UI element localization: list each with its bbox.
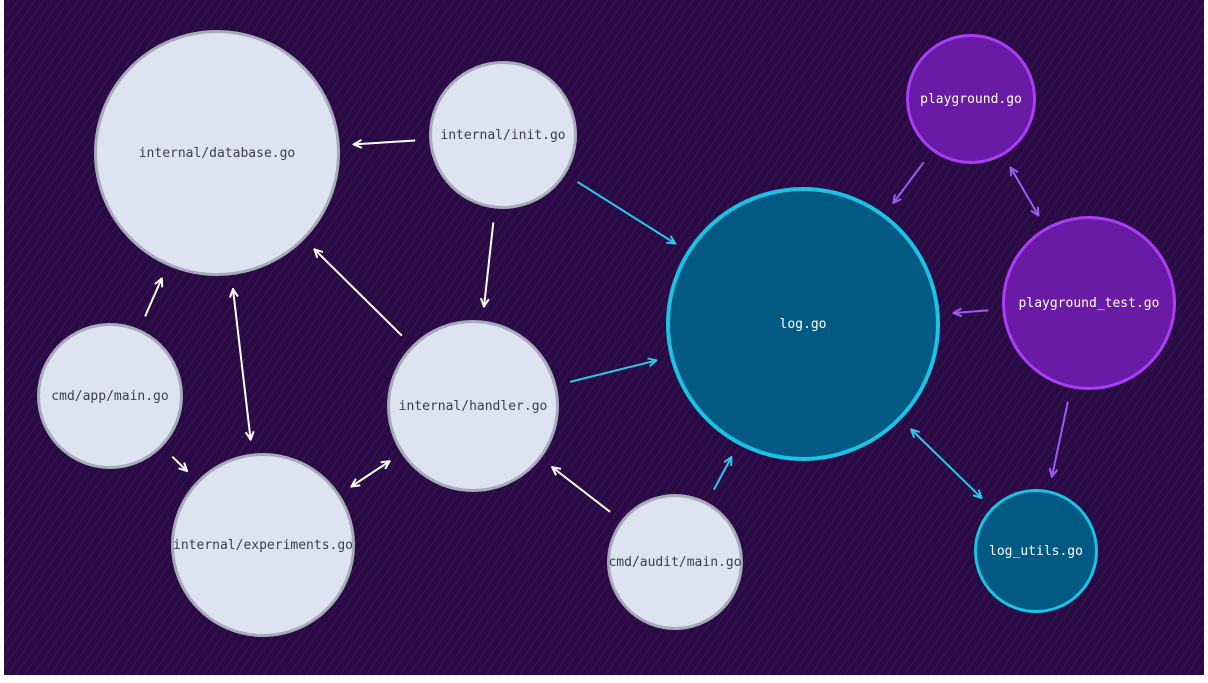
node-label: internal/database.go bbox=[138, 145, 296, 161]
edge-handler-to-database bbox=[314, 249, 403, 337]
node-label: cmd/audit/main.go bbox=[608, 554, 742, 570]
node-playground-test[interactable]: playground_test.go bbox=[1002, 216, 1176, 390]
node-cmd-audit-main[interactable]: cmd/audit/main.go bbox=[607, 494, 743, 630]
node-cmd-app-main[interactable]: cmd/app/main.go bbox=[37, 323, 183, 469]
node-label: playground.go bbox=[920, 91, 1022, 107]
edge-init-to-database bbox=[354, 141, 416, 145]
node-label: internal/experiments.go bbox=[173, 537, 354, 553]
node-internal-handler[interactable]: internal/handler.go bbox=[387, 320, 559, 492]
edge-playground-to-log bbox=[893, 161, 925, 203]
node-label: internal/init.go bbox=[440, 127, 566, 143]
dependency-graph-canvas: internal/database.go internal/init.go in… bbox=[4, 0, 1204, 675]
edge-init-to-log bbox=[576, 181, 675, 244]
edge-playground-to-playground-test bbox=[1011, 167, 1039, 215]
node-internal-database[interactable]: internal/database.go bbox=[94, 30, 340, 276]
node-label: internal/handler.go bbox=[398, 398, 548, 414]
edge-playground-test-to-log bbox=[954, 310, 989, 313]
node-label: log.go bbox=[779, 316, 827, 332]
edge-experiments-to-handler bbox=[351, 461, 389, 486]
edge-init-to-handler bbox=[484, 222, 495, 306]
node-internal-experiments[interactable]: internal/experiments.go bbox=[171, 453, 355, 637]
node-playground[interactable]: playground.go bbox=[906, 34, 1036, 164]
edge-audit-main-to-handler bbox=[552, 467, 611, 513]
node-label: cmd/app/main.go bbox=[51, 388, 169, 404]
edge-audit-main-to-log bbox=[712, 457, 732, 491]
node-internal-init[interactable]: internal/init.go bbox=[429, 61, 577, 209]
edge-handler-to-log bbox=[569, 360, 656, 383]
edge-layer bbox=[144, 0, 1069, 513]
edge-log-to-log-utils bbox=[911, 429, 981, 498]
node-label: playground_test.go bbox=[1018, 295, 1160, 311]
edge-app-main-to-experiments bbox=[171, 455, 187, 471]
edge-database-to-experiments bbox=[233, 289, 251, 440]
node-label: log_utils.go bbox=[989, 543, 1083, 559]
node-log-utils[interactable]: log_utils.go bbox=[974, 489, 1098, 613]
edge-playground-test-to-log-utils bbox=[1052, 401, 1069, 477]
edge-app-main-to-database bbox=[144, 278, 162, 317]
node-log[interactable]: log.go bbox=[666, 187, 940, 461]
